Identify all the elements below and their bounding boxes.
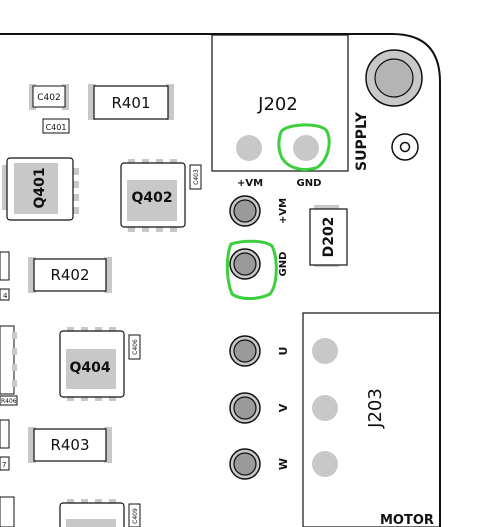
r402-pad-left	[28, 257, 36, 293]
c402-body	[32, 85, 66, 108]
supply-label: SUPPLY	[354, 111, 370, 171]
j203-pad-u	[312, 338, 338, 364]
c401-label: C401	[46, 123, 67, 132]
q402-pin-b2	[142, 225, 149, 232]
gnd-testpoint-inner	[233, 252, 257, 276]
j202-pad-gnd	[293, 135, 319, 161]
c403-body	[189, 164, 202, 190]
r401-pad-left	[88, 84, 96, 120]
r403-pad-right	[104, 427, 112, 463]
mounting-hole-small	[391, 133, 419, 161]
mounting-hole-large-inner	[374, 58, 414, 98]
r401-body	[93, 85, 169, 120]
j203-outline	[302, 312, 441, 527]
c409-body	[128, 503, 141, 527]
q401-label: Q401	[32, 167, 48, 208]
r401-label: R401	[111, 94, 150, 112]
j202-pad-vm	[236, 135, 262, 161]
w-testpoint-inner	[233, 452, 257, 476]
gnd-side-label: GND	[278, 252, 289, 277]
edge-part-3-pin3	[12, 364, 17, 371]
q404-label: Q404	[69, 360, 110, 376]
d202-label: D202	[321, 217, 337, 258]
r403-label: R403	[50, 436, 89, 454]
v-label: V	[277, 403, 290, 412]
c406-label: C406	[132, 339, 139, 355]
q402-pin-b4	[170, 225, 177, 232]
r406-label: R406	[1, 398, 17, 405]
edge-part-1	[0, 251, 10, 281]
j202-gnd-label: GND	[297, 178, 322, 189]
edge-label-7: 7	[2, 461, 6, 469]
q401-tab	[14, 163, 58, 214]
edge-part-3-pin2	[12, 348, 17, 355]
w-label: W	[277, 458, 290, 470]
d202-body	[309, 208, 348, 266]
q402-label: Q402	[131, 190, 172, 206]
vm-side-label: +VM	[278, 198, 289, 224]
j203-pad-w	[312, 451, 338, 477]
edge-part-6	[0, 496, 15, 527]
q404-tab	[66, 349, 116, 389]
vm-testpoint-inner	[233, 199, 257, 223]
c403-label: C403	[193, 169, 200, 185]
board-outline	[0, 33, 441, 527]
mounting-hole-small-inner	[399, 141, 411, 153]
q401-pin-r4	[73, 207, 79, 214]
q402-pin-b3	[156, 225, 163, 232]
c402-label: C402	[37, 93, 60, 103]
r403-pad-left	[28, 427, 36, 463]
u-testpoint-inner	[233, 339, 257, 363]
motor-label: MOTOR	[380, 513, 434, 527]
c409-label: C409	[132, 508, 139, 524]
r403-body	[33, 428, 107, 462]
j202-label: J202	[257, 94, 298, 115]
q401-pin-r1	[73, 168, 79, 175]
edge-label-4: 4	[3, 292, 8, 300]
v-testpoint-inner	[233, 396, 257, 420]
j202-vm-label: +VM	[237, 178, 263, 189]
gnd-pad-highlight	[277, 123, 331, 172]
q401-pin-r3	[73, 194, 79, 201]
r401-pad-right	[166, 84, 174, 120]
edge-part-3-pin1	[12, 332, 17, 339]
edge-part-4	[0, 419, 10, 449]
edge-part-2	[0, 288, 10, 301]
r406-body	[0, 395, 18, 406]
j203-pad-v	[312, 395, 338, 421]
r402-pad-right	[104, 257, 112, 293]
u-label: U	[277, 347, 290, 356]
r402-body	[33, 258, 107, 292]
edge-part-5	[0, 456, 10, 471]
gnd-testpoint-highlight	[225, 239, 278, 300]
q402-tab	[127, 180, 177, 221]
edge-part-3	[0, 325, 15, 395]
c401-body	[42, 118, 70, 134]
r402-label: R402	[50, 266, 89, 284]
j202-outline	[211, 34, 349, 172]
q402-pin-b1	[128, 225, 135, 232]
j203-label: J203	[365, 388, 386, 429]
bottom-q-tab	[66, 519, 116, 527]
q401-pins-left	[2, 165, 8, 210]
q401-pin-r2	[73, 181, 79, 188]
edge-part-3-pin4	[12, 380, 17, 387]
c406-body	[128, 334, 141, 360]
